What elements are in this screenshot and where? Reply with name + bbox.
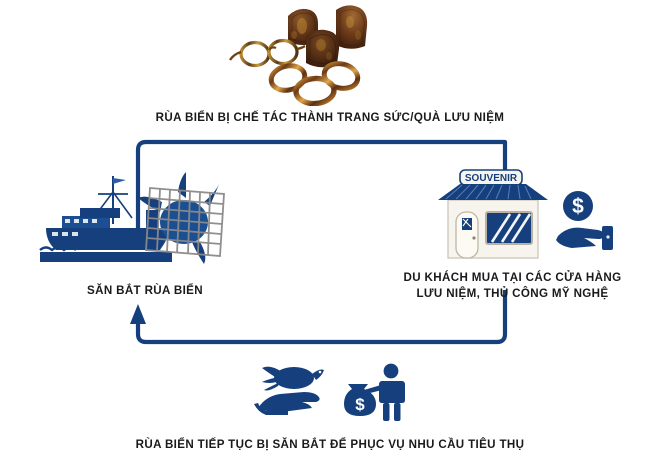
tortoiseshell-products-image <box>226 2 426 106</box>
fishing-boat-icon <box>39 176 172 262</box>
caption-hunting: SĂN BẮT RÙA BIỂN <box>87 284 203 297</box>
fishing-scene-image <box>34 172 256 268</box>
dollar-coin-symbol: $ <box>572 195 584 218</box>
hand-holding-sea-turtle-icon <box>254 366 324 415</box>
souvenir-shop-icon: SOUVENIR <box>438 169 548 259</box>
tortoiseshell-bangles-icon <box>268 61 361 106</box>
turtle-shell-scutes-icon <box>288 5 368 68</box>
shop-sign-label: SOUVENIR <box>465 173 518 184</box>
hand-holding-dollar-coin-icon: $ <box>556 191 613 250</box>
tortoiseshell-eyeglasses-icon <box>229 38 306 68</box>
consumption-scene-image: $ <box>252 362 412 422</box>
money-bag-dollar-symbol: $ <box>355 395 365 414</box>
caption-products: RÙA BIỂN BỊ CHẾ TÁC THÀNH TRANG SỨC/QUÀ … <box>155 111 505 124</box>
person-with-money-bag-icon: $ <box>344 363 405 421</box>
caption-continued-hunting: RÙA BIỂN TIẾP TỤC BỊ SĂN BẮT ĐỂ PHỤC VỤ … <box>135 438 525 451</box>
souvenir-shop-scene-image: SOUVENIR <box>432 168 620 264</box>
turtle-caught-in-net-icon <box>138 172 225 264</box>
caption-tourists-buying: DU KHÁCH MUA TẠI CÁC CỬA HÀNG LƯU NIỆM, … <box>403 271 622 300</box>
